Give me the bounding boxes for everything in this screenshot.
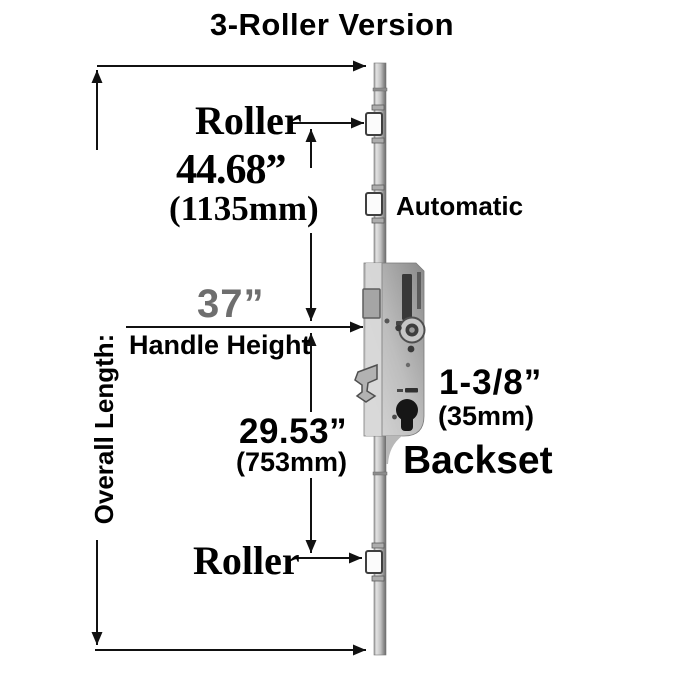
- spindle-follower: [398, 316, 426, 344]
- top-section-inches: 44.68”: [176, 147, 286, 193]
- top-roller: [365, 104, 385, 144]
- automatic-label: Automatic: [396, 191, 524, 221]
- backset-label: Backset: [403, 439, 553, 482]
- top-roller-label: Roller: [195, 98, 302, 143]
- bottom-section-mm: (753mm): [236, 447, 348, 477]
- dimension-lines: [91, 60, 366, 656]
- latch-block: [362, 288, 381, 319]
- bottom-section-inches: 29.53”: [239, 412, 348, 451]
- automatic-roller: [365, 184, 385, 224]
- diagram-title: 3-Roller Version: [209, 7, 455, 42]
- thin-slot: [417, 272, 421, 309]
- handle-height-value: 37”: [197, 282, 265, 326]
- overall-length-label: Overall Length:: [89, 333, 119, 525]
- top-slot: [402, 274, 412, 320]
- gearbox-case: [354, 262, 426, 464]
- case-bottom-fillet: [386, 436, 402, 464]
- bottom-roller: [365, 542, 385, 582]
- backset-mm: (35mm): [438, 401, 535, 431]
- bottom-roller-label: Roller: [193, 538, 300, 583]
- handle-height-label: Handle Height: [129, 330, 311, 360]
- euro-cylinder-keyhole: [396, 399, 418, 431]
- backset-inches: 1-3/8”: [439, 363, 543, 402]
- latch-hook: [354, 363, 378, 403]
- top-section-mm: (1135mm): [169, 189, 319, 228]
- faceplate-screw: [384, 318, 390, 324]
